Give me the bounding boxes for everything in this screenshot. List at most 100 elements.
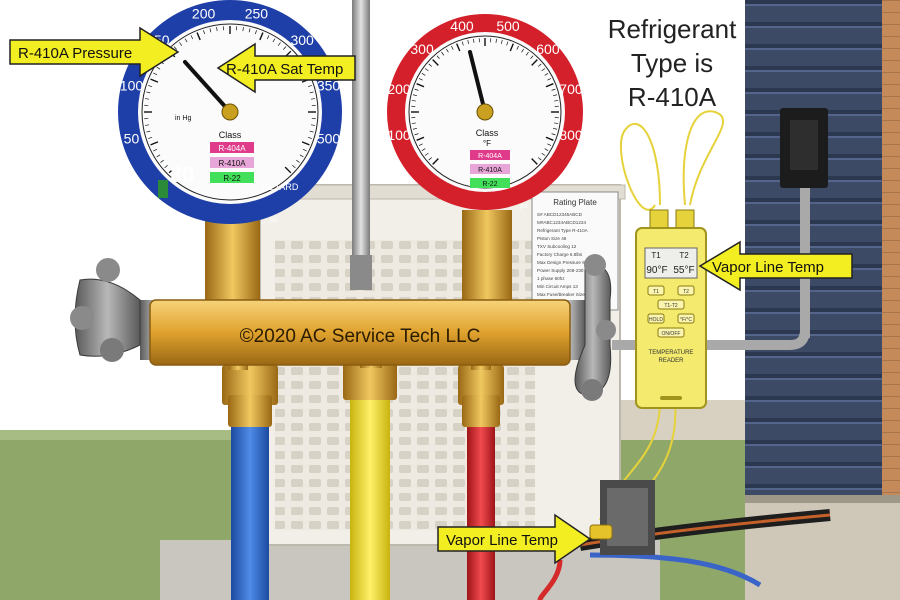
reader-button-label: HOLD [649, 317, 663, 323]
rating-plate-line: Min Circuit Amps 13 [537, 284, 578, 289]
low-gauge-tick [309, 91, 314, 94]
low-gauge-tick [146, 91, 151, 94]
t1-value: 90°F [646, 265, 667, 276]
high-gauge-r404a: R-404A [478, 153, 502, 160]
high-gauge-tick [538, 63, 542, 67]
rating-plate-line: S# ABCD12345ABCD [537, 212, 583, 217]
reader-button[interactable] [677, 313, 695, 324]
low-gauge-tick [310, 98, 315, 100]
high-gauge-outer-label: 800 [559, 127, 583, 143]
high-gauge-tick [551, 88, 556, 91]
low-gauge-tick [150, 141, 159, 146]
high-gauge-class: Class [476, 128, 499, 138]
rating-plate-line: Factory Charge 6.8lbs [537, 252, 583, 257]
low-gauge-tick [307, 85, 312, 87]
t2-label: T2 [679, 251, 689, 260]
high-gauge-stem [462, 210, 512, 310]
high-gauge-tick [531, 59, 538, 66]
low-gauge-tick [299, 154, 304, 158]
low-gauge-tick [146, 130, 151, 133]
low-gauge-tick [168, 166, 176, 174]
refrigerant-note: Refrigerant Type is R-410A [608, 14, 737, 112]
low-gauge-tick [153, 72, 158, 76]
low-gauge-outer-label: 250 [245, 5, 269, 21]
reader-button[interactable] [677, 285, 695, 296]
low-gauge-tick [301, 141, 310, 146]
low-gauge-tick [255, 30, 257, 35]
high-gauge-unit: psi [520, 204, 528, 210]
high-gauge-tick [421, 73, 426, 76]
low-gauge-r404a: R-404A [218, 144, 246, 153]
blue-hose [231, 400, 269, 600]
low-gauge-tick [184, 38, 188, 43]
high-gauge-tick [451, 45, 454, 50]
high-gauge-tick [544, 148, 549, 151]
low-gauge-outer-label: 200 [192, 5, 216, 21]
low-gauge-stem [205, 210, 260, 310]
manifold-bar [149, 299, 571, 366]
manifold-body: ©2020 AC Service Tech LLC [149, 210, 571, 366]
low-side-gauge: 50100150200250300350500 30 RETARD psi in… [118, 0, 342, 224]
high-gauge-tick [547, 78, 552, 81]
high-gauge-tick [506, 41, 509, 46]
high-gauge-r410a: R-410A [478, 167, 502, 174]
low-gauge-tick [284, 166, 292, 174]
low-gauge-outer-label: 350 [317, 78, 341, 94]
low-gauge-tick [209, 28, 212, 33]
rating-plate-line: Max Fuse/Breaker Size [537, 292, 585, 297]
callout-sat-temp-text: R-410A Sat Temp [226, 61, 343, 78]
high-gauge-outer-label: 600 [536, 41, 560, 57]
low-gauge-tick [164, 164, 168, 169]
low-gauge-outer-label: 100 [120, 78, 144, 94]
callout-sat-temp: R-410A Sat Temp [216, 42, 356, 94]
low-gauge-inhg: in Hg [175, 115, 191, 122]
low-gauge-retard: RETARD [262, 182, 299, 192]
refrigerant-note-line3: R-410A [628, 82, 717, 112]
pipe-clamp-sensor [589, 524, 613, 540]
reader-button[interactable] [657, 327, 685, 338]
low-gauge-hub [221, 103, 239, 121]
low-gauge-tick [307, 137, 312, 139]
high-gauge-tick [411, 122, 416, 124]
high-gauge-outer-label: 200 [387, 81, 411, 97]
reader-button[interactable] [647, 285, 665, 296]
high-gauge-needle [468, 50, 487, 114]
low-gauge-tick [145, 98, 150, 100]
reader-button-label: °F/°C [680, 317, 692, 323]
high-gauge-tick [461, 41, 464, 46]
reader-button[interactable] [647, 313, 665, 324]
low-gauge-r410a: R-410A [218, 159, 246, 168]
low-gauge-tick [216, 27, 218, 32]
reader-button-label: T1-T2 [664, 303, 678, 309]
high-gauge-outer-label: 300 [410, 41, 434, 57]
manifold-copyright: ©2020 AC Service Tech LLC [240, 326, 481, 347]
high-gauge-tick [495, 38, 497, 43]
rating-plate-line: Refrigerant Type R-410A [537, 228, 589, 233]
high-gauge-tick [544, 73, 549, 76]
low-gauge-vacuum-label: 30 [170, 162, 194, 187]
high-gauge-tick [531, 158, 538, 165]
low-gauge-tick [190, 35, 194, 40]
low-gauge-tick [259, 32, 264, 41]
high-gauge-tick [516, 45, 519, 50]
reader-label-line1: TEMPERATURE [649, 350, 694, 356]
reader-button-label: T1 [653, 289, 659, 295]
t1-label: T1 [651, 251, 661, 260]
high-gauge-tick [541, 152, 546, 156]
high-gauge-tick [428, 157, 432, 161]
center-hanger-rod [352, 0, 370, 270]
reader-button[interactable] [657, 299, 685, 310]
low-gauge-tick [309, 130, 314, 133]
low-gauge-tick [282, 46, 287, 50]
callout-vapor-temp-pipe: Vapor Line Temp [437, 513, 592, 565]
high-gauge-outer-label: 500 [496, 18, 520, 34]
low-gauge-tick [266, 35, 270, 40]
callout-vapor-temp-reader-text: Vapor Line Temp [712, 259, 824, 276]
high-gauge-tick [416, 83, 425, 88]
reader-button-label: T2 [683, 289, 689, 295]
low-gauge-outer-label: 50 [124, 130, 140, 146]
callout-pressure: R-410A Pressure [9, 26, 180, 78]
high-gauge-tick [545, 83, 554, 88]
high-gauge-outer-label: 700 [559, 81, 583, 97]
